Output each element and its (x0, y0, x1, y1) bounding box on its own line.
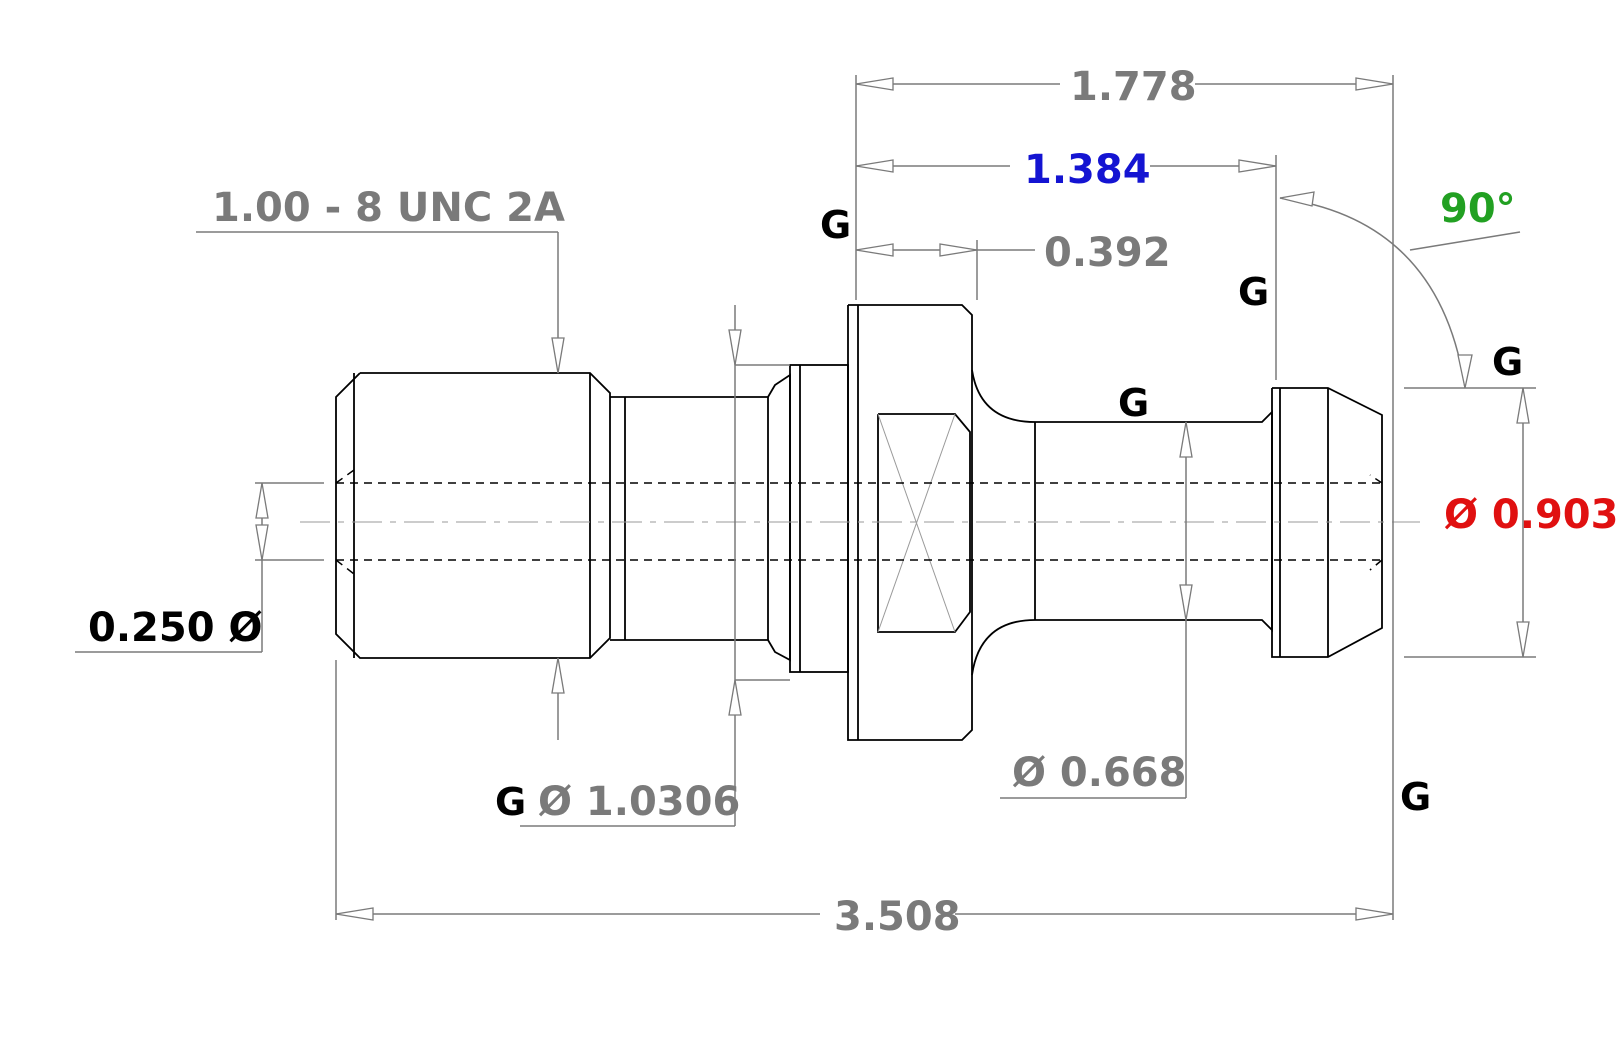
surface-mark-head-face: G (1238, 270, 1269, 314)
bore-diameter-dimension: 0.250 Ø (88, 605, 262, 651)
surface-mark-collar: G (495, 780, 526, 824)
hex-flat (877, 413, 971, 633)
collar-diameter-dimension: Ø 1.0306 (538, 779, 740, 825)
head-diameter-dimension: Ø 0.903 (1444, 492, 1617, 538)
threaded-shank (335, 372, 611, 659)
overall-length-dimension: 3.508 (834, 894, 961, 940)
part-outline (335, 304, 1383, 741)
groove (610, 373, 791, 662)
surface-mark-flange-face: G (820, 203, 851, 247)
flange-to-head-dimension: 1.384 (1024, 147, 1151, 193)
flange-thickness-dimension: 0.392 (1044, 230, 1171, 276)
surface-mark-head-angle: G (1492, 340, 1523, 384)
head-angle-dimension: 90° (1440, 186, 1516, 232)
thread-spec-callout: 1.00 - 8 UNC 2A (212, 185, 565, 231)
flange-to-end-dimension: 1.778 (1070, 64, 1197, 110)
neck-diameter-dimension: Ø 0.668 (1012, 750, 1186, 796)
surface-mark-end: G (1400, 775, 1431, 819)
flange (847, 304, 973, 741)
dimension-lines (75, 75, 1536, 921)
surface-mark-neck: G (1118, 381, 1149, 425)
bore-hidden-lines (300, 469, 1420, 575)
collar (789, 364, 849, 673)
